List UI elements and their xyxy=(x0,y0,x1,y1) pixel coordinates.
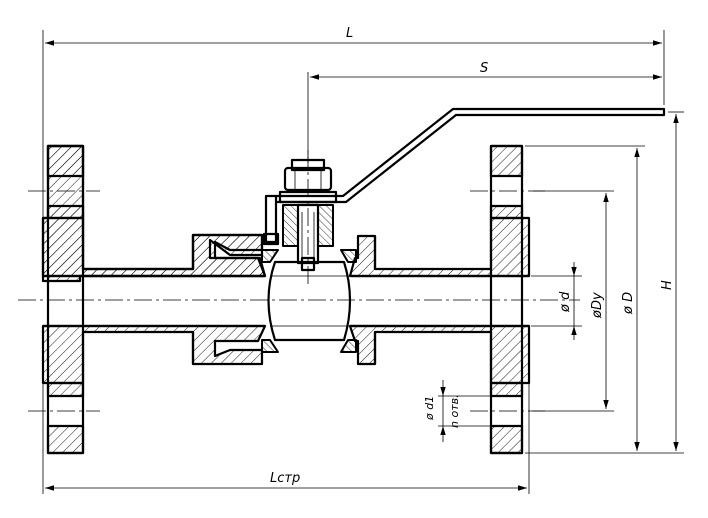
right-flange-outline xyxy=(489,144,524,455)
dim-holes-label: n отв. xyxy=(448,394,461,428)
left-body-lower xyxy=(41,324,267,385)
lever-handle xyxy=(276,107,666,204)
right-body-upper xyxy=(348,216,531,278)
dim-Dy-label: øDy xyxy=(590,292,605,319)
right-flange-bottom xyxy=(489,424,524,455)
right-flange-top-inner xyxy=(489,204,524,220)
seat-left-top xyxy=(261,249,279,263)
right-flange-top xyxy=(489,144,524,178)
dim-S-label: S xyxy=(480,61,488,76)
dim-H-label: H xyxy=(660,280,675,290)
dim-d1-label: ø d1 xyxy=(423,396,436,421)
left-flange-bottom xyxy=(46,424,85,455)
seat-left-bottom xyxy=(261,339,279,353)
dim-L-label: L xyxy=(346,26,353,41)
right-body-lower xyxy=(348,324,531,385)
left-flange-top xyxy=(46,144,85,178)
seat-right-bottom xyxy=(340,339,357,353)
left-flange-outline xyxy=(46,144,85,455)
dim-d-label: ø d xyxy=(558,291,573,313)
left-flange-bottom-inner xyxy=(46,381,85,398)
dim-D-label: ø D xyxy=(621,292,636,315)
ball xyxy=(267,260,352,342)
right-flange-bottom-inner xyxy=(489,381,524,398)
dim-Lstr-label: Lстр xyxy=(270,471,300,486)
left-body-upper xyxy=(41,216,267,278)
seat-right-top xyxy=(340,249,357,263)
left-flange-top-inner xyxy=(46,204,85,220)
